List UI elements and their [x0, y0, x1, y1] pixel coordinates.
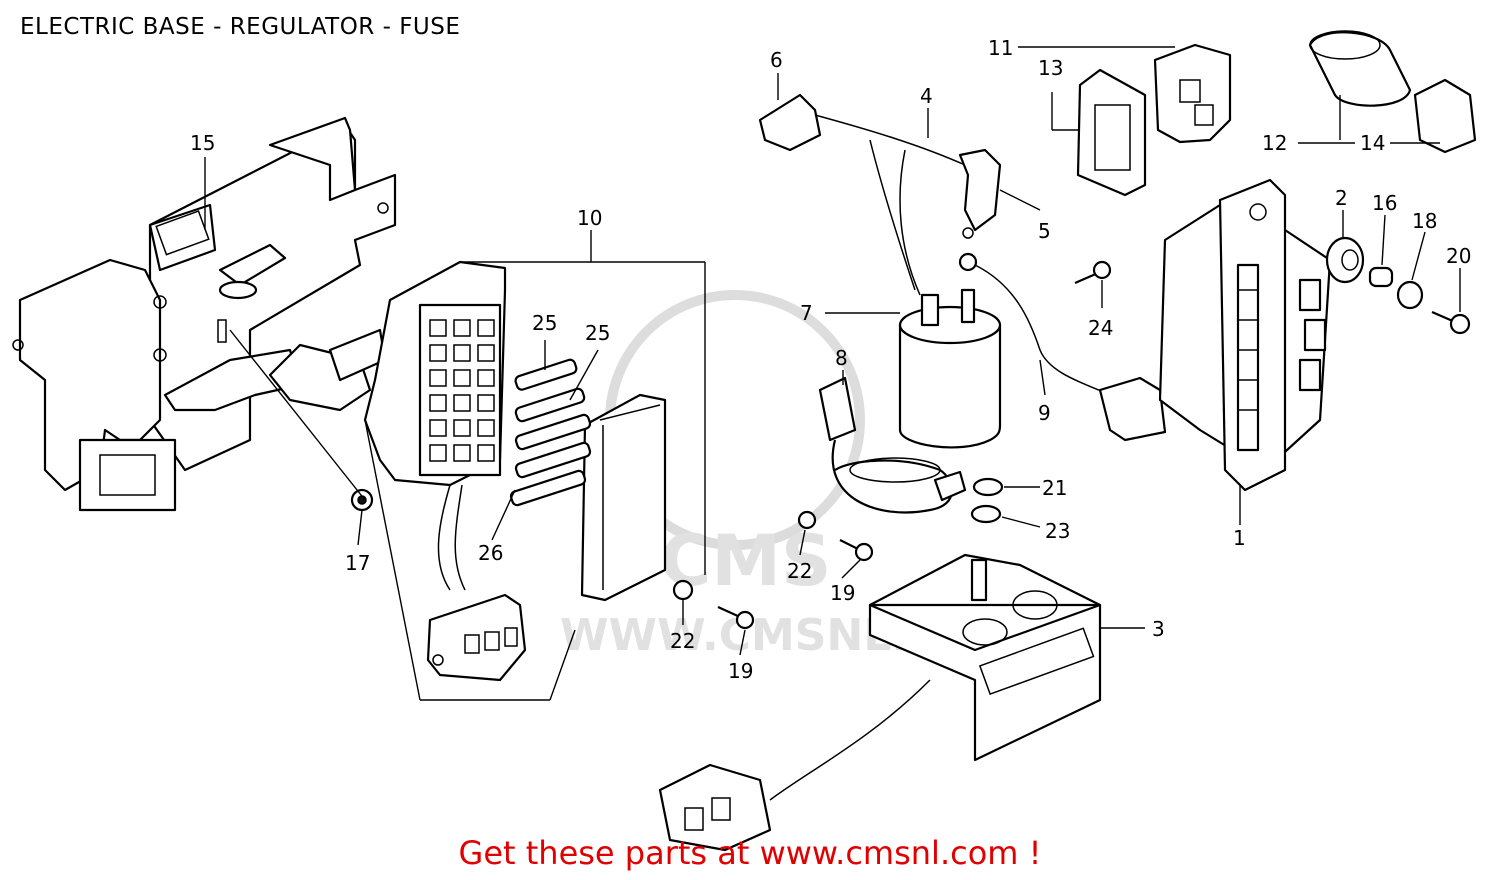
callout-22-b: 22	[787, 559, 812, 583]
callout-15: 15	[190, 131, 215, 155]
callout-9: 9	[1038, 401, 1051, 425]
part-3-regulator-rectifier[interactable]	[658, 553, 1102, 852]
part-10-fuse-box-cover[interactable]	[580, 393, 667, 602]
part-17-nut[interactable]	[350, 488, 374, 512]
callout-1: 1	[1233, 526, 1246, 550]
part-14-relay-clamp[interactable]	[1413, 78, 1477, 154]
part-15-electric-base[interactable]	[12, 116, 397, 512]
part-9-cable[interactable]	[958, 252, 1167, 442]
callout-7: 7	[800, 301, 813, 325]
page-title: ELECTRIC BASE - REGULATOR - FUSE	[20, 14, 461, 40]
callout-23: 23	[1045, 519, 1070, 543]
callout-21: 21	[1042, 476, 1067, 500]
callout-4: 4	[920, 84, 933, 108]
part-22-nut-b[interactable]	[797, 510, 817, 530]
part-13-cover[interactable]	[1076, 68, 1147, 197]
callout-3: 3	[1152, 617, 1165, 641]
callout-labels: 15 10 25 25 26 17 22 19 6 4 5 7 8 9 24 1…	[190, 36, 1471, 683]
part-22-nut-a[interactable]	[672, 579, 694, 601]
callout-6: 6	[770, 48, 783, 72]
callout-14: 14	[1360, 131, 1385, 155]
part-21-nut[interactable]	[972, 477, 1004, 497]
callout-16: 16	[1372, 191, 1397, 215]
part-23-washer[interactable]	[970, 504, 1002, 524]
callout-10: 10	[577, 206, 602, 230]
part-25-26-fuses[interactable]	[509, 358, 592, 507]
callout-26: 26	[478, 541, 503, 565]
callout-25-b: 25	[585, 321, 610, 345]
callout-24: 24	[1088, 316, 1113, 340]
part-12-winker-relay[interactable]	[1308, 30, 1412, 107]
callout-18: 18	[1412, 209, 1437, 233]
part-24-bolt[interactable]	[1074, 260, 1112, 285]
part-11-connector[interactable]	[1153, 43, 1232, 144]
callout-22-a: 22	[670, 629, 695, 653]
part-16-collar[interactable]	[1368, 266, 1394, 288]
part-19-screw-b[interactable]	[839, 539, 874, 562]
part-4-starter-cable[interactable]	[758, 93, 1002, 296]
footer-link[interactable]: Get these parts at www.cmsnl.com !	[458, 834, 1042, 872]
leader-lines	[204, 46, 1461, 701]
callout-25-a: 25	[532, 311, 557, 335]
callout-17: 17	[345, 551, 370, 575]
callout-13: 13	[1038, 56, 1063, 80]
part-7-starter-relay[interactable]	[898, 288, 1002, 449]
callout-2: 2	[1335, 186, 1348, 210]
part-20-bolt[interactable]	[1431, 310, 1471, 335]
fuse-slots	[429, 319, 495, 462]
callout-12: 12	[1262, 131, 1287, 155]
part-18-washer[interactable]	[1396, 280, 1424, 310]
part-1-regulator[interactable]	[1158, 178, 1332, 492]
part-2-grommet[interactable]	[1325, 236, 1365, 284]
part-8-relay-bracket[interactable]	[818, 376, 967, 514]
callout-8: 8	[835, 346, 848, 370]
part-10-fuse-box[interactable]	[363, 260, 527, 682]
callout-20: 20	[1446, 244, 1471, 268]
callout-11: 11	[988, 36, 1013, 60]
callout-19-b: 19	[830, 581, 855, 605]
callout-5: 5	[1038, 219, 1051, 243]
part-19-screw-a[interactable]	[717, 605, 755, 630]
callout-19-a: 19	[728, 659, 753, 683]
